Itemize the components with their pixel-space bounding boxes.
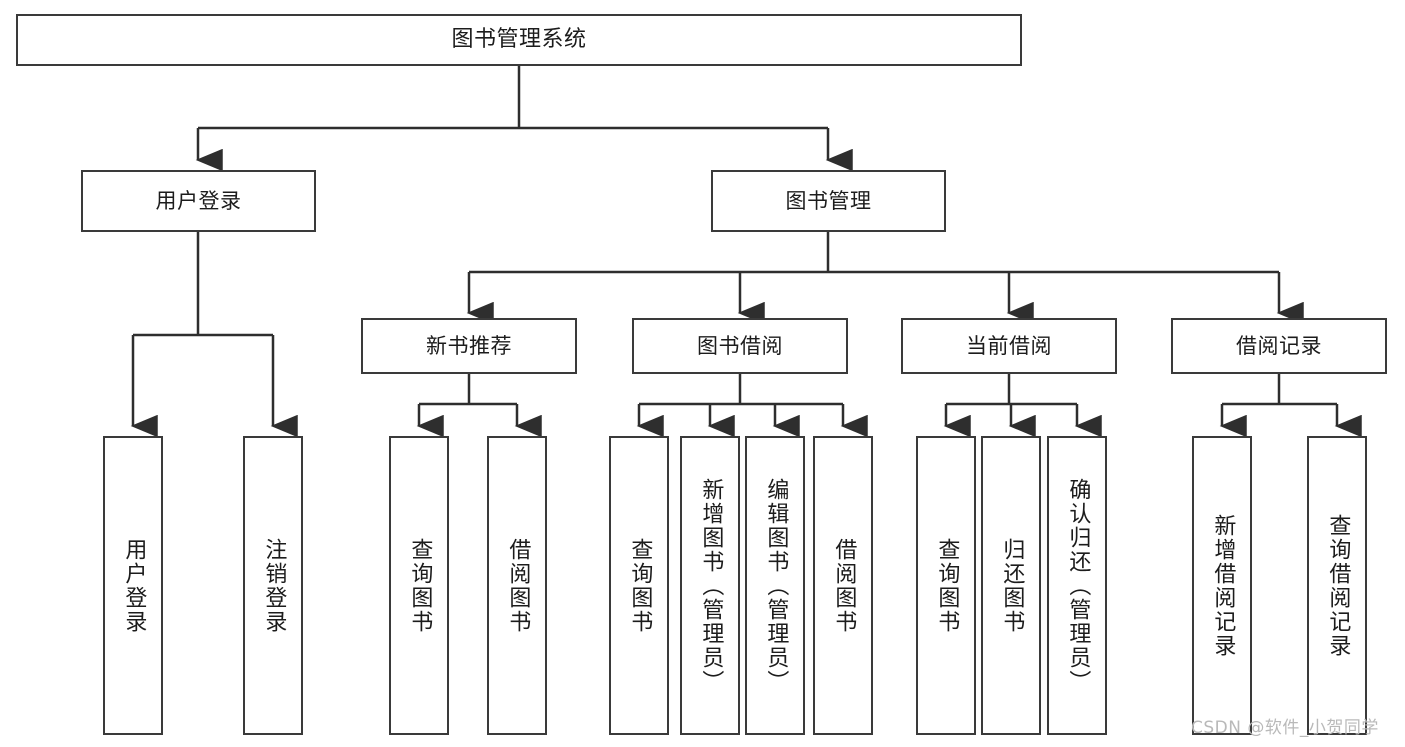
node-leaf-borrow-book-1-label: 借阅图书 [505,537,531,634]
node-leaf-edit-book[interactable]: 编辑图书（管理员） [745,436,805,735]
node-new-book-recommend[interactable]: 新书推荐 [361,318,577,374]
node-leaf-add-book-label: 新增图书（管理员） [698,477,724,694]
node-current-borrow[interactable]: 当前借阅 [901,318,1117,374]
node-leaf-query-record-label: 查询借阅记录 [1325,513,1351,658]
node-leaf-return-book-label: 归还图书 [999,537,1025,634]
node-leaf-confirm-return[interactable]: 确认归还（管理员） [1047,436,1107,735]
node-leaf-confirm-return-label: 确认归还（管理员） [1065,477,1091,694]
node-leaf-user-login[interactable]: 用户登录 [103,436,163,735]
node-user-login-label: 用户登录 [155,188,242,213]
node-leaf-user-logout[interactable]: 注销登录 [243,436,303,735]
node-leaf-add-book[interactable]: 新增图书（管理员） [680,436,740,735]
watermark: CSDN @软件_小贺同学 [1191,718,1379,738]
node-leaf-borrow-book-1[interactable]: 借阅图书 [487,436,547,735]
node-leaf-query-book-2-label: 查询图书 [627,537,653,634]
node-borrow-record-label: 借阅记录 [1236,333,1322,358]
node-leaf-user-logout-label: 注销登录 [261,537,287,634]
node-book-borrow[interactable]: 图书借阅 [632,318,848,374]
node-book-manage[interactable]: 图书管理 [711,170,946,232]
node-book-manage-label: 图书管理 [785,188,872,213]
node-leaf-borrow-book-2-label: 借阅图书 [831,537,857,634]
node-leaf-add-record[interactable]: 新增借阅记录 [1192,436,1252,735]
node-book-borrow-label: 图书借阅 [697,333,783,358]
node-leaf-return-book[interactable]: 归还图书 [981,436,1041,735]
node-borrow-record[interactable]: 借阅记录 [1171,318,1387,374]
node-leaf-query-record[interactable]: 查询借阅记录 [1307,436,1367,735]
node-leaf-query-book-3-label: 查询图书 [934,537,960,634]
node-new-book-recommend-label: 新书推荐 [426,333,512,358]
node-leaf-query-book-1[interactable]: 查询图书 [389,436,449,735]
node-root[interactable]: 图书管理系统 [16,14,1022,66]
node-current-borrow-label: 当前借阅 [966,333,1052,358]
node-user-login[interactable]: 用户登录 [81,170,316,232]
node-leaf-query-book-3[interactable]: 查询图书 [916,436,976,735]
node-leaf-query-book-2[interactable]: 查询图书 [609,436,669,735]
node-leaf-edit-book-label: 编辑图书（管理员） [763,477,789,694]
node-leaf-add-record-label: 新增借阅记录 [1210,513,1236,658]
node-leaf-borrow-book-2[interactable]: 借阅图书 [813,436,873,735]
node-leaf-query-book-1-label: 查询图书 [407,537,433,634]
node-leaf-user-login-label: 用户登录 [121,537,147,634]
node-root-label: 图书管理系统 [451,27,587,53]
